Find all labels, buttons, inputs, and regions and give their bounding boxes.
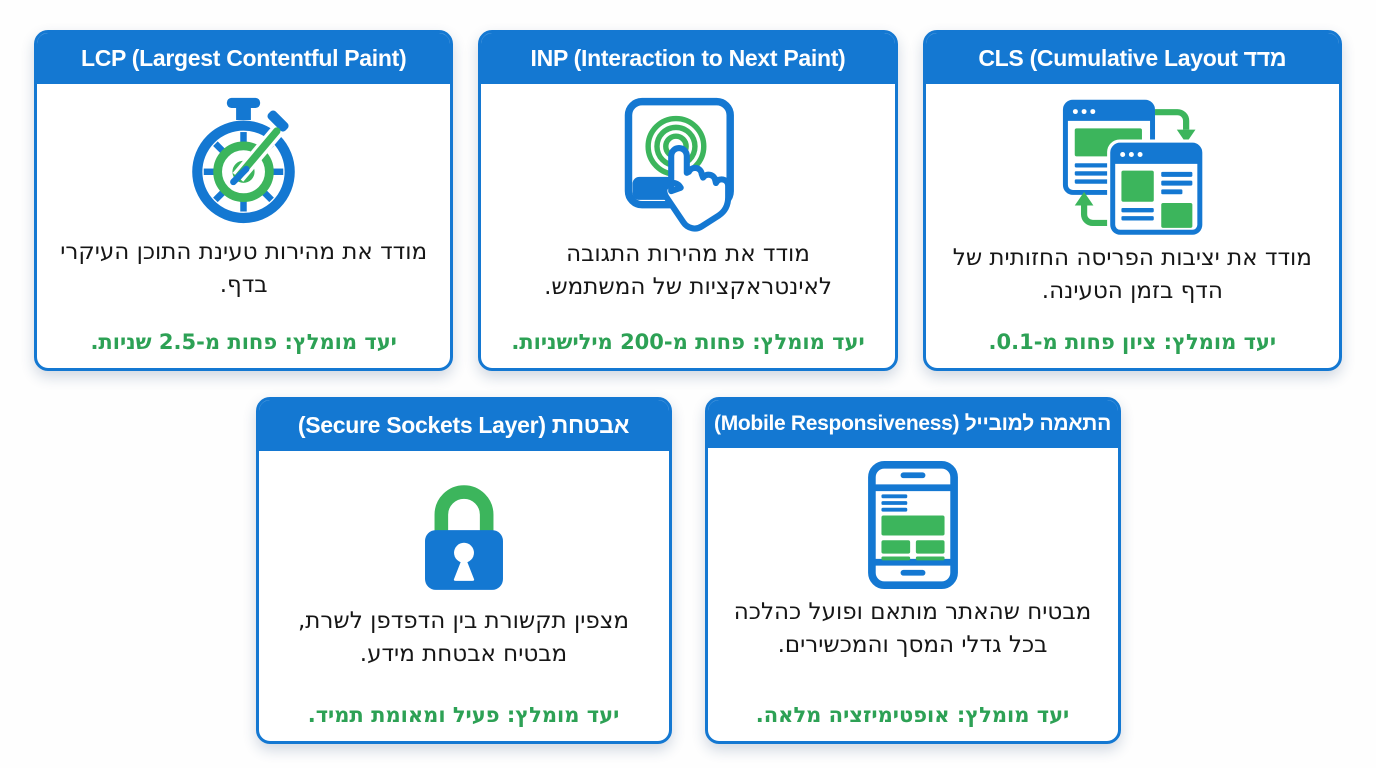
card-ssl-target: יעד מומלץ: פעיל ומאומת תמיד. (307, 703, 620, 727)
layout-shift-windows-icon (1054, 96, 1210, 236)
card-cls-title: מדד CLS (Cumulative Layout (925, 33, 1339, 84)
card-mobile-title: התאמה למובייל (Mobile Responsiveness) (707, 400, 1118, 448)
card-inp-body: מודד את מהירות התגובה לאינטראקציות של המ… (481, 84, 894, 368)
card-lcp-target: יעד מומלץ: פחות מ-2.5 שניות. (90, 330, 397, 354)
card-lcp-body: מודד את מהירות טעינת התוכן העיקרי בדף. י… (37, 84, 450, 368)
card-cls: מדד CLS (Cumulative Layout (922, 30, 1342, 371)
card-mobile-description: מבטיח שהאתר מותאם ופועל כהלכה בכל גדלי ה… (733, 599, 1092, 658)
card-inp-description: מודד את מהירות התגובה לאינטראקציות של המ… (544, 241, 832, 300)
card-inp-title: INP (Interaction to Next Paint) (481, 33, 895, 84)
card-lcp-description: מודד את מהירות טעינת התוכן העיקרי בדף. (60, 239, 428, 298)
card-ssl: אבטחת (Secure Sockets Layer) מצפין תקשור… (255, 397, 672, 744)
card-cls-description: מודד את יציבות הפריסה החזותית של הדף בזמ… (952, 245, 1312, 304)
card-cls-target: יעד מומלץ: ציון פחות מ-0.1. (988, 330, 1277, 354)
card-mobile-body: מבטיח שהאתר מותאם ופועל כהלכה בכל גדלי ה… (708, 448, 1118, 741)
smartphone-icon (865, 460, 961, 590)
card-mobile: התאמה למובייל (Mobile Responsiveness) (704, 397, 1121, 744)
card-ssl-title: אבטחת (Secure Sockets Layer) (258, 400, 669, 451)
stopwatch-target-icon (183, 96, 304, 230)
card-cls-body: מודד את יציבות הפריסה החזותית של הדף בזמ… (926, 84, 1339, 368)
web-vitals-infographic: LCP (Largest Contentful Paint) (0, 30, 1376, 744)
card-inp-target: יעד מומלץ: פחות מ-200 מילישניות. (511, 330, 865, 354)
padlock-icon (405, 463, 523, 599)
card-lcp: LCP (Largest Contentful Paint) (34, 30, 454, 371)
card-ssl-description: מצפין תקשורת בין הדפדפן לשרת, מבטיח אבטח… (298, 608, 629, 667)
bottom-row: אבטחת (Secure Sockets Layer) מצפין תקשור… (0, 397, 1376, 744)
card-lcp-title: LCP (Largest Contentful Paint) (37, 33, 451, 84)
card-mobile-target: יעד מומלץ: אופטימיזציה מלאה. (755, 703, 1070, 727)
touch-interaction-icon (619, 96, 758, 232)
top-row: LCP (Largest Contentful Paint) (34, 30, 1342, 371)
card-ssl-body: מצפין תקשורת בין הדפדפן לשרת, מבטיח אבטח… (259, 451, 669, 741)
card-inp: INP (Interaction to Next Paint) מודד את … (478, 30, 898, 371)
